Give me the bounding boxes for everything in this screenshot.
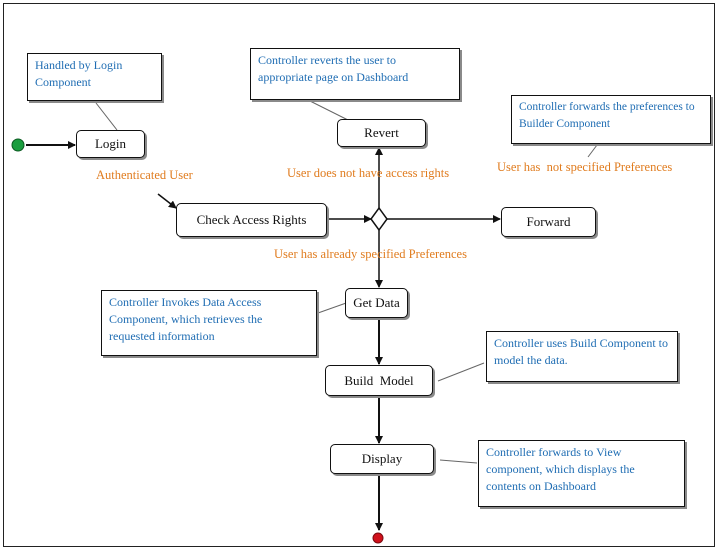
note-anchor-build-model (437, 362, 485, 382)
build-model-note: Controller uses Build Component to model… (486, 331, 678, 382)
revert-note: Controller reverts the user to appropria… (250, 48, 460, 100)
display-note: Controller forwards to View component, w… (478, 440, 685, 507)
revert-state: Revert (337, 119, 426, 147)
guard-authenticated-user: Authenticated User (96, 168, 193, 182)
get-data-state: Get Data (345, 288, 408, 318)
arrow-login-to-check (157, 193, 177, 209)
note-anchor-login (95, 102, 118, 131)
note-anchor-display (439, 459, 478, 464)
guard-no-preferences: User has not specified Preferences (497, 160, 673, 174)
get-data-note: Controller Invokes Data Access Component… (101, 290, 317, 356)
initial-node (11, 138, 25, 152)
login-state: Login (76, 130, 145, 158)
display-state: Display (330, 444, 434, 474)
final-node (372, 532, 384, 544)
guard-no-access-rights: User does not have access rights (287, 166, 450, 180)
forward-note: Controller forwards the preferences to B… (511, 95, 711, 144)
forward-state: Forward (501, 207, 596, 237)
note-anchor-revert (309, 100, 351, 122)
build-model-state: Build Model (325, 365, 433, 396)
diagram-frame (3, 3, 715, 547)
login-note: Handled by Login Component (27, 53, 162, 101)
note-anchor-forward (587, 144, 598, 158)
decision-node (370, 206, 388, 232)
check-access-rights-state: Check Access Rights (176, 203, 327, 237)
note-anchor-get-data (317, 301, 350, 314)
guard-has-preferences: User has already specified Preferences (274, 247, 467, 261)
